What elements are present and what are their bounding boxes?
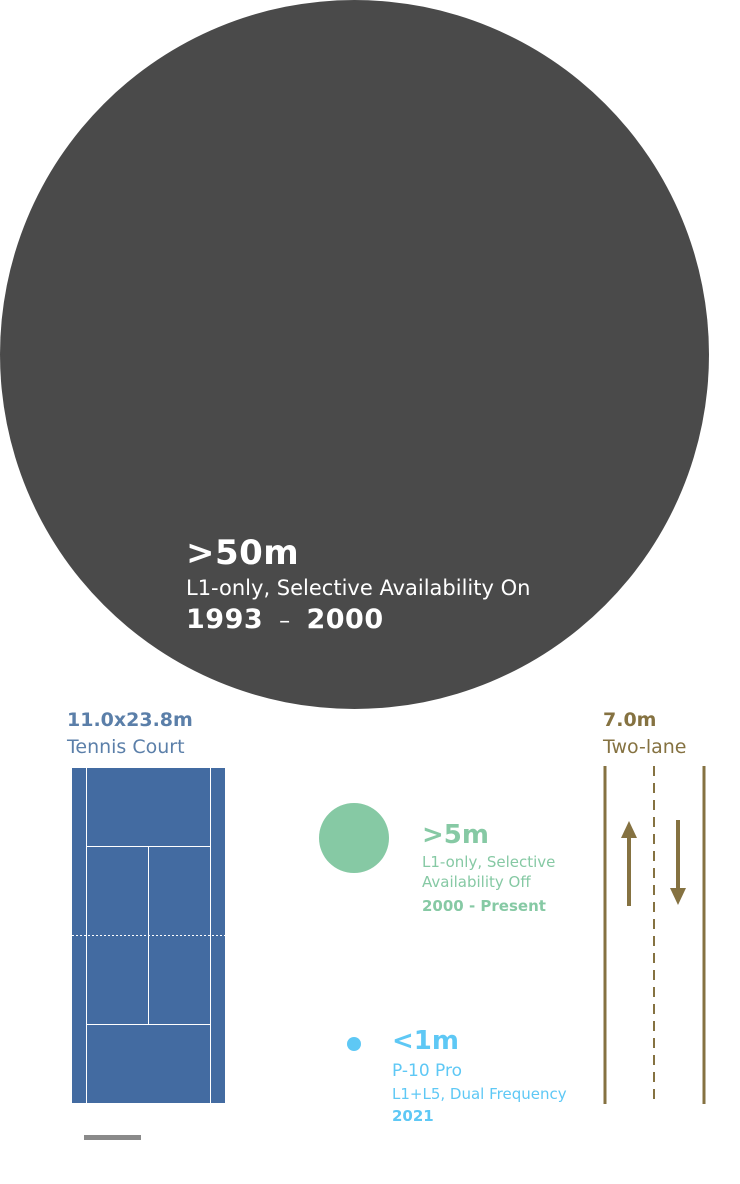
two-lane-road-diagram bbox=[603, 766, 706, 1104]
p10-description: L1+L5, Dual Frequency bbox=[392, 1085, 567, 1103]
legacy-accuracy-value: >50m bbox=[186, 533, 300, 573]
arrow-up-icon bbox=[621, 821, 637, 906]
modern-gps-accuracy-circle bbox=[319, 803, 389, 873]
legacy-gps-accuracy-circle bbox=[0, 0, 709, 709]
tennis-court-dimensions: 11.0x23.8m bbox=[67, 709, 193, 731]
tennis-court-diagram bbox=[72, 768, 225, 1103]
arrow-down-icon bbox=[670, 820, 686, 905]
road-label: Two-lane bbox=[603, 736, 687, 758]
legacy-years-separator: – bbox=[279, 609, 291, 634]
road-width: 7.0m bbox=[603, 709, 657, 731]
modern-accuracy-value: >5m bbox=[422, 820, 489, 850]
legacy-accuracy-description: L1-only, Selective Availability On bbox=[186, 576, 531, 600]
p10-accuracy-value: <1m bbox=[392, 1026, 459, 1056]
modern-accuracy-description-line1: L1-only, Selective bbox=[422, 853, 556, 871]
scale-bar bbox=[84, 1135, 141, 1140]
p10-product-name: P-10 Pro bbox=[392, 1061, 463, 1081]
legacy-years-start: 1993 bbox=[186, 604, 264, 635]
p10-accuracy-dot bbox=[347, 1037, 361, 1051]
legacy-accuracy-years: 1993 – 2000 bbox=[186, 604, 384, 635]
modern-accuracy-description-line2: Availability Off bbox=[422, 873, 531, 891]
legacy-years-end: 2000 bbox=[306, 604, 384, 635]
modern-accuracy-years: 2000 - Present bbox=[422, 897, 546, 915]
tennis-court-label: Tennis Court bbox=[67, 736, 185, 758]
p10-year: 2021 bbox=[392, 1107, 434, 1125]
